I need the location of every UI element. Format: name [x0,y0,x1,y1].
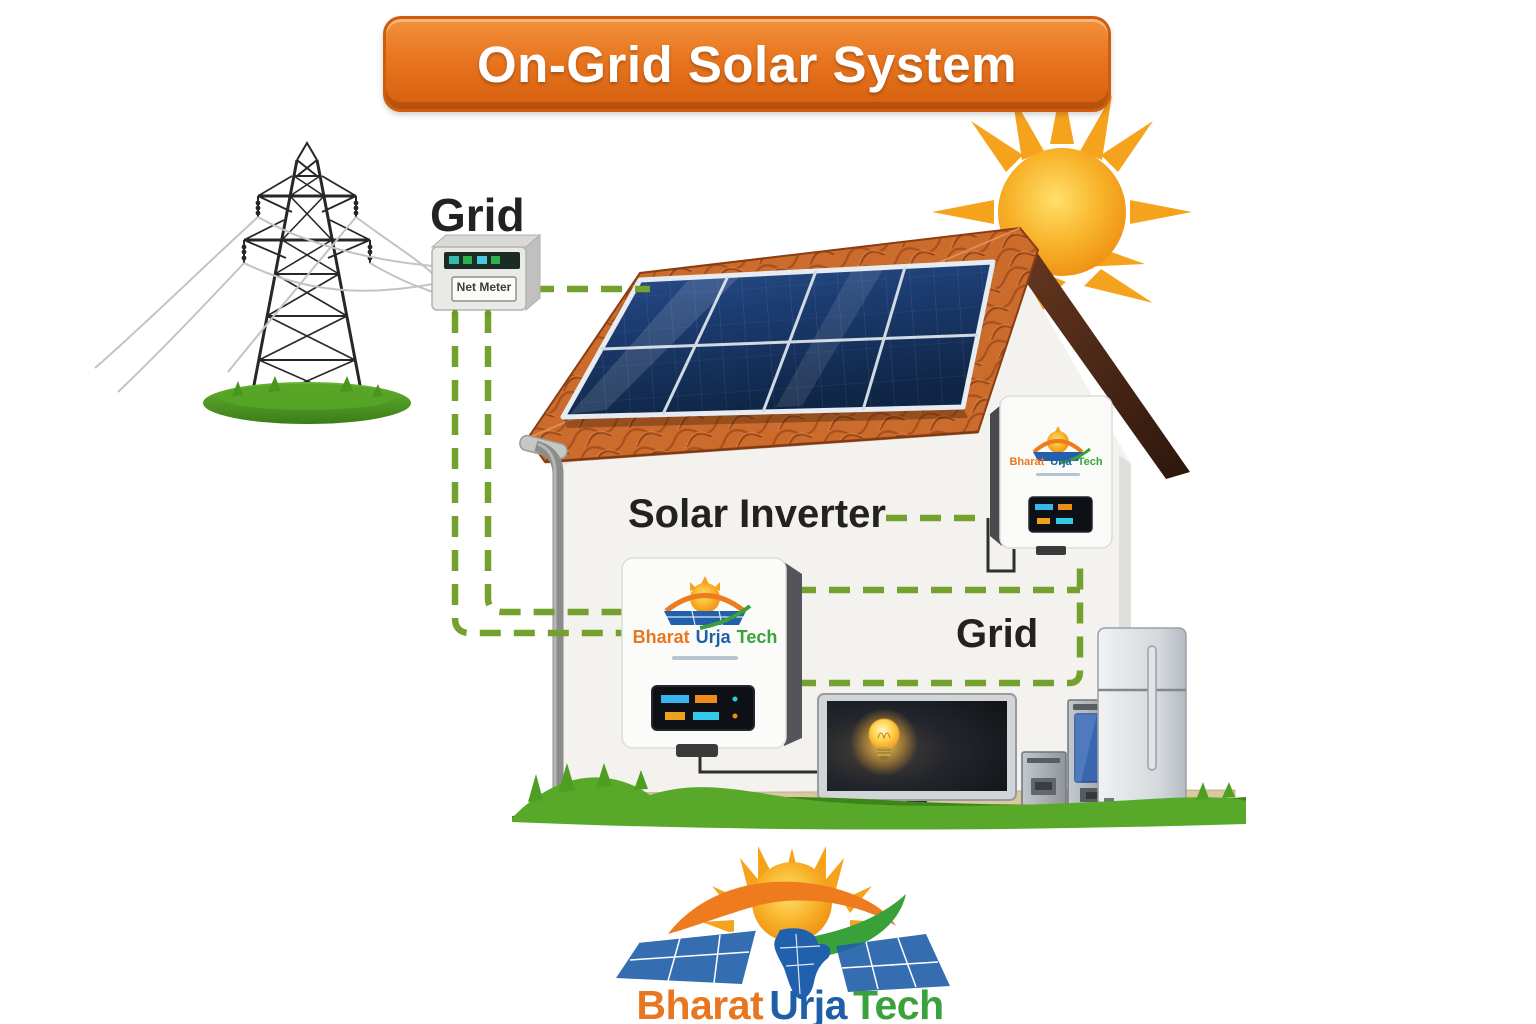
brand-word-bharat: Bharat [1009,456,1045,468]
inverter-tagline-bar [672,656,738,660]
brand-word-bharat: Bharat [636,982,764,1024]
net-meter-box [430,233,542,318]
title-banner: On-Grid Solar System [383,16,1111,112]
roof-fascia-right [1006,228,1190,479]
brand-word-urja: Urja [769,982,847,1024]
refrigerator [1097,627,1187,807]
net-meter-label: Net Meter [456,280,512,294]
brand-word-tech: Tech [736,627,778,647]
solar-inverter-unit-small [990,395,1113,555]
bharat-urja-tech-logo [616,846,950,1000]
brand-word-tech: Tech [852,982,944,1024]
inverter-small-tagline-bar [1036,473,1080,476]
grid-label-house: Grid [956,612,1039,656]
solar-inverter-label: Solar Inverter [628,492,886,536]
brand-word-urja: Urja [695,627,731,647]
house-grass [512,763,1246,830]
brand-word-bharat: Bharat [632,627,690,647]
solar-panel-array [560,259,996,428]
power-lines [94,216,434,393]
brand-word-urja: Urja [1050,456,1072,468]
page-title: On-Grid Solar System [477,35,1017,93]
inverter-small-brand-text: Bharat Urja Tech [1002,456,1110,468]
tower-grass [203,376,411,424]
solar-inverter-unit [621,557,802,757]
grid-label-top: Grid [430,189,525,241]
television [817,693,1017,813]
gutter-downspout [519,434,568,793]
insulators [241,200,373,261]
brand-word-tech: Tech [1077,456,1103,468]
